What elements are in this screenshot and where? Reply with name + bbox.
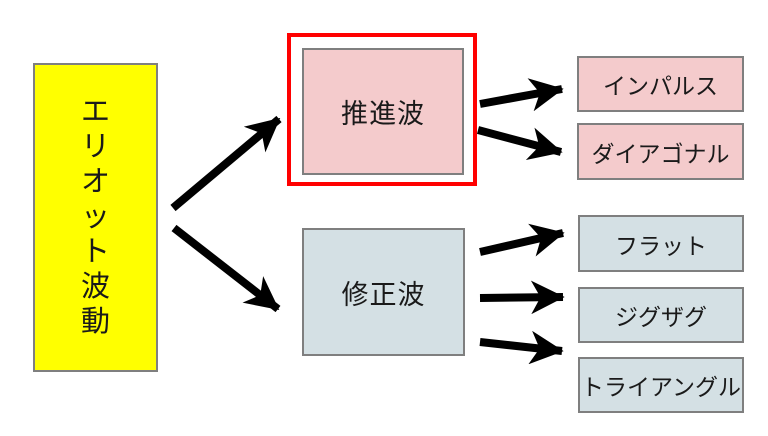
node-triangle-label: トライアングル [580, 374, 742, 400]
node-flat: フラット [578, 215, 744, 272]
node-elliott-wave: エ リ オ ッ ト 波 動 [33, 63, 158, 372]
node-diagonal: ダイアゴナル [577, 123, 744, 180]
node-elliott-wave-char: エ [80, 96, 110, 128]
arrow-root-to-impulse-wave [170, 115, 282, 212]
node-corrective-wave: 修正波 [302, 228, 465, 356]
arrow-corrective-wave-to-zigzag [479, 280, 565, 315]
node-zigzag: ジグザグ [578, 287, 744, 343]
node-zigzag-label: ジグザグ [615, 304, 707, 330]
arrow-corrective-wave-to-flat [479, 223, 565, 257]
arrow-impulse-wave-to-diagonal [476, 126, 563, 161]
node-elliott-wave-char: リ [80, 131, 110, 163]
node-elliott-wave-char: 波 [80, 271, 110, 303]
node-triangle: トライアングル [578, 357, 744, 413]
node-flat-label: フラット [615, 232, 707, 259]
node-impulse-wave: 推進波 [302, 48, 464, 175]
arrow-impulse-wave-to-impulse [479, 78, 564, 112]
node-impulse-label: インパルス [603, 73, 718, 99]
arrow-root-to-corrective-wave [171, 224, 281, 313]
arrow-corrective-wave-to-triangle [479, 330, 564, 365]
node-elliott-wave-char: オ [80, 166, 110, 198]
node-elliott-wave-char: 動 [80, 306, 110, 338]
node-corrective-wave-label: 修正波 [341, 279, 426, 310]
node-elliott-wave-char: ト [80, 236, 110, 268]
node-impulse: インパルス [577, 56, 744, 112]
highlight-frame-impulse-wave [287, 33, 477, 186]
node-impulse-wave-label: 推進波 [341, 99, 425, 129]
node-diagonal-label: ダイアゴナル [591, 140, 730, 167]
node-elliott-wave-char: ッ [80, 201, 110, 233]
